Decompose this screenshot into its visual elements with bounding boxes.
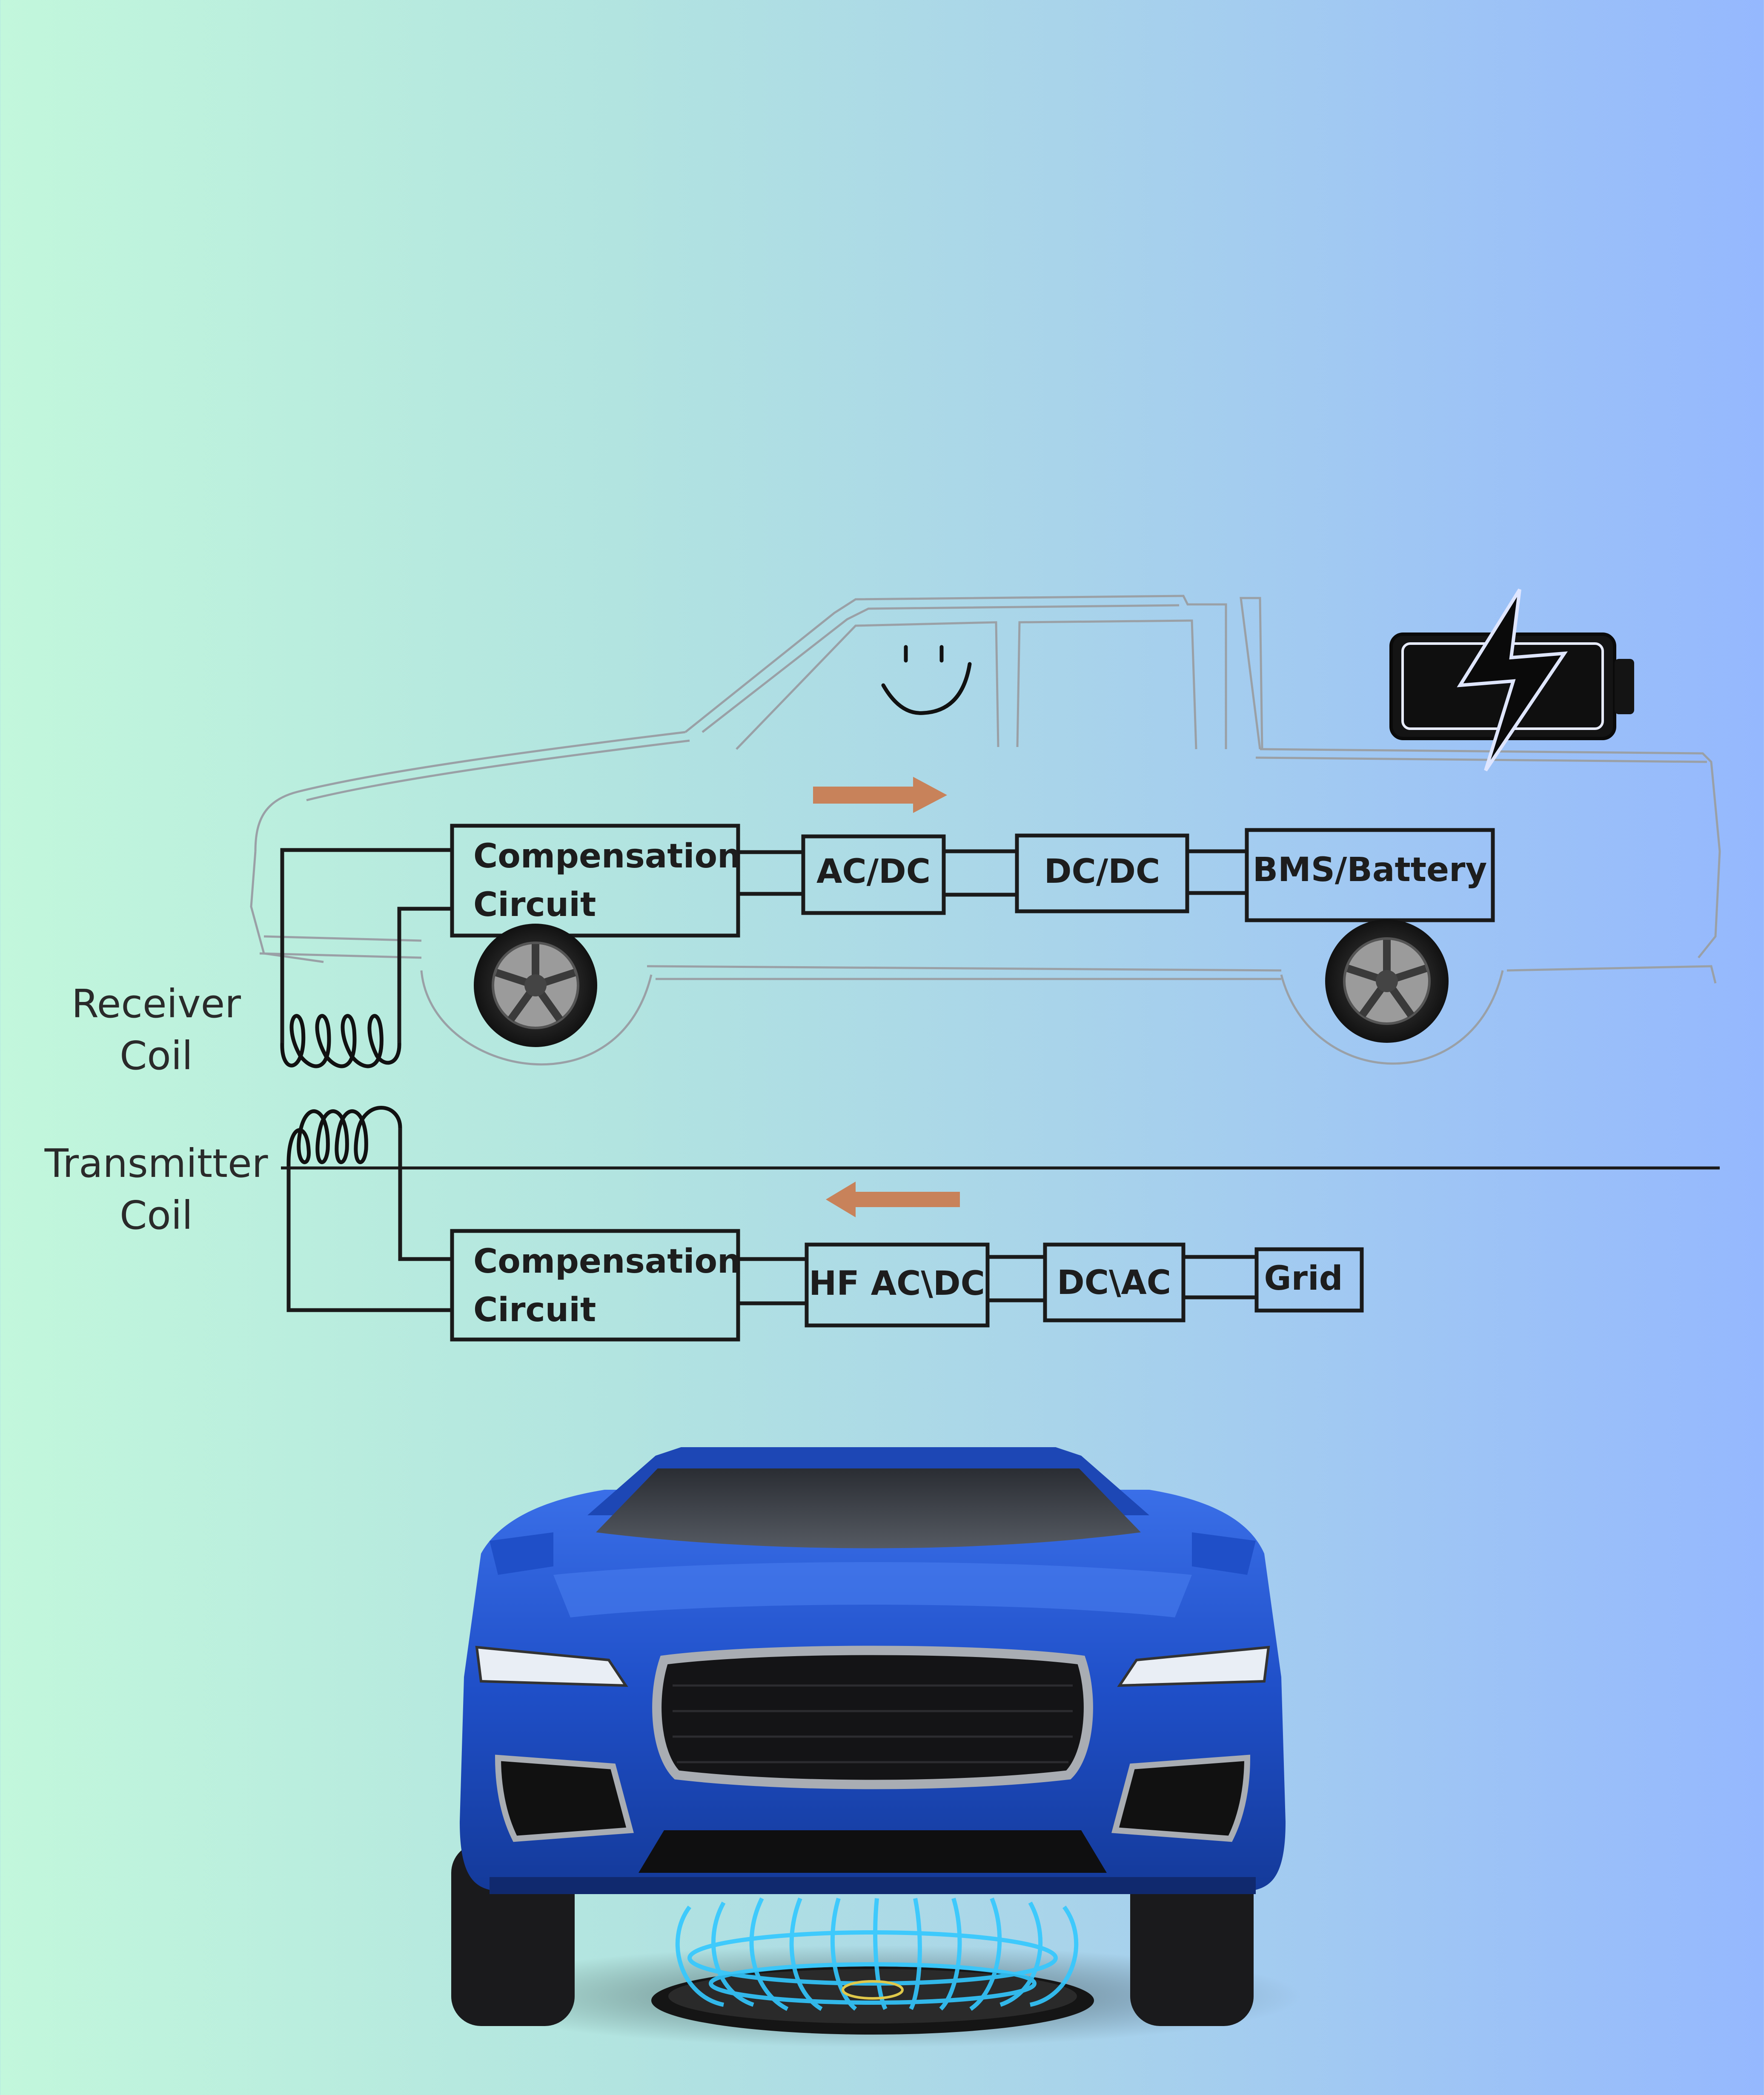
rx-dcdc-box <box>1015 833 1189 913</box>
tx-hfacdc-box <box>805 1242 990 1328</box>
ground-flow-arrow <box>826 1182 960 1217</box>
rx-compensation-label-line1: Compensation <box>473 837 741 876</box>
rx-bms-box <box>1245 828 1495 922</box>
tx-compensation-label-line1: Compensation <box>473 1242 741 1281</box>
rx-compensation-box <box>450 824 740 938</box>
tx-dcac-label: DC\AC <box>1057 1264 1171 1302</box>
tx-hfacdc-label: HF AC\DC <box>809 1265 985 1303</box>
vehicle-power-chain <box>280 824 1495 1043</box>
receiver-coil-icon <box>280 1014 401 1068</box>
receiver-label-line2: Coil <box>120 1033 193 1079</box>
transmitter-label-line2: Coil <box>120 1193 193 1238</box>
tx-compensation-label-line2: Circuit <box>473 1291 596 1329</box>
battery-charging-icon <box>1389 588 1634 772</box>
smiley-face-icon <box>881 645 972 715</box>
truck-front-wheel-icon <box>474 924 597 1047</box>
tx-grid-box <box>1254 1247 1364 1313</box>
rx-compensation-label-line2: Circuit <box>473 886 596 924</box>
transmitter-coil-icon <box>286 1106 402 1167</box>
rx-bms-label: BMS/Battery <box>1253 851 1487 889</box>
tx-compensation-box <box>450 1229 740 1342</box>
pickup-truck-outline <box>250 595 1721 1066</box>
ground-power-chain <box>286 1128 1364 1342</box>
rx-acdc-box <box>801 834 946 915</box>
charging-field-icon <box>651 1897 1094 2035</box>
tx-grid-label: Grid <box>1264 1259 1343 1298</box>
rx-acdc-label: AC/DC <box>816 853 931 891</box>
transmitter-label-line1: Transmitter <box>44 1141 268 1186</box>
rx-dcdc-label: DC/DC <box>1044 853 1160 891</box>
receiver-label-line1: Receiver <box>72 981 241 1027</box>
vehicle-flow-arrow <box>813 777 947 813</box>
tx-dcac-box <box>1043 1242 1186 1322</box>
truck-rear-wheel-icon <box>1325 919 1449 1043</box>
